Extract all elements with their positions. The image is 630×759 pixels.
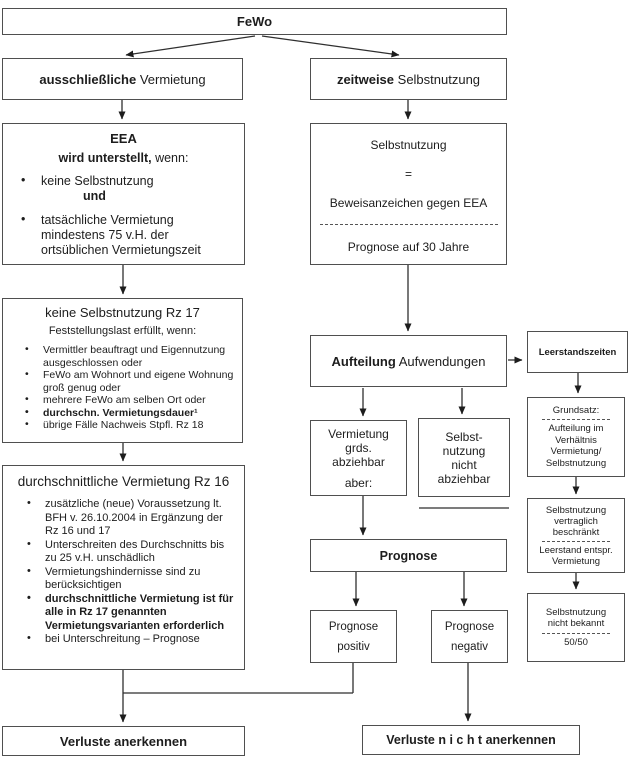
node-verluste-nicht-anerkennen: Verluste n i c h t anerkennen: [362, 725, 580, 755]
node-rz17-bullets: Vermittler beauftragt und Eigennutzung a…: [9, 343, 236, 432]
node-sn-eea-line2: =: [404, 166, 412, 181]
node-zeitweise-selbstnutzung: zeitweise Selbstnutzung: [310, 58, 507, 100]
node-rz17-subtitle: Feststellungslast erfüllt, wenn:: [48, 325, 197, 337]
node-leerstand-label: Leerstandszeiten: [538, 346, 617, 358]
bullet-item: zusätzliche (neue) Voraussetzung lt. BFH…: [9, 497, 238, 539]
node-sn-nicht-line4: abziehbar: [437, 471, 491, 486]
node-verm-abz-line2: grds.: [345, 440, 372, 455]
node-verm-abz-line3: abziehbar: [332, 454, 385, 469]
node-rz17-title: keine Selbstnutzung Rz 17: [45, 305, 200, 320]
node-selbstnutzung-vertraglich: Selbstnutzung vertraglich beschränkt Lee…: [527, 498, 625, 573]
node-fewo-label: FeWo: [236, 14, 273, 29]
node-vertraglich-line4: Leerstand entspr.: [539, 544, 613, 556]
node-grundsatz-line3: Vermietung/: [550, 446, 602, 458]
node-positiv-line1: Prognose: [328, 620, 379, 633]
node-verluste-ja-label: Verluste anerkennen: [59, 733, 188, 749]
bullet-item: bei Unterschreitung – Prognose: [9, 632, 238, 647]
node-prognose-label: Prognose: [379, 548, 438, 563]
node-verluste-anerkennen: Verluste anerkennen: [2, 726, 245, 756]
node-ausschliessliche-vermietung: ausschließliche Vermietung: [2, 58, 243, 100]
node-selbstnutzung-nicht-bekannt: Selbstnutzung nicht bekannt 50/50: [527, 593, 625, 662]
bullet-item: übrige Fälle Nachweis Stpfl. Rz 18: [9, 418, 236, 432]
node-grundsatz-title: Grundsatz:: [552, 404, 600, 416]
node-grundsatz: Grundsatz: Aufteilung im Verhältnis Verm…: [527, 397, 625, 477]
node-aufteilung-label: Aufteilung Aufwendungen: [331, 353, 486, 369]
node-grundsatz-line2: Verhältnis: [555, 434, 597, 446]
node-aufteilung-aufwendungen: Aufteilung Aufwendungen: [310, 335, 507, 387]
dashed-separator: [319, 224, 498, 226]
node-sn-eea-line4: Prognose auf 30 Jahre: [347, 240, 470, 254]
node-rz16-title: durchschnittliche Vermietung Rz 16: [17, 474, 230, 489]
node-eea-title: EEA: [110, 131, 137, 146]
node-durchschnittliche-vermietung-rz16: durchschnittliche Vermietung Rz 16 zusät…: [2, 465, 245, 670]
node-sn-nicht-line2: nutzung: [442, 443, 486, 458]
dashed-separator: [542, 419, 610, 421]
node-sn-nicht-line1: Selbst-: [445, 429, 483, 444]
node-vertraglich-line2: vertraglich: [554, 515, 598, 527]
node-prognose-positiv: Prognose positiv: [310, 610, 397, 663]
node-selbstnutzung-beweisanzeichen: Selbstnutzung = Beweisanzeichen gegen EE…: [310, 123, 507, 265]
node-eea: EEA wird unterstellt, wenn: keine Selbst…: [2, 123, 245, 265]
node-keine-selbstnutzung-rz17: keine Selbstnutzung Rz 17 Feststellungsl…: [2, 298, 243, 443]
node-nbekannt-line2: nicht bekannt: [547, 618, 605, 630]
node-negativ-line2: negativ: [450, 640, 489, 653]
bullet-item: FeWo am Wohnort und eigene Wohnung groß …: [9, 368, 236, 394]
node-vertraglich-line1: Selbstnutzung: [545, 504, 607, 516]
bullet-item: durchschnittliche Vermietung ist für all…: [9, 592, 238, 634]
dashed-separator: [542, 632, 610, 634]
node-nbekannt-line1: Selbstnutzung: [545, 606, 607, 618]
node-sn-nicht-line3: nicht: [451, 457, 477, 472]
node-fewo: FeWo: [2, 8, 507, 35]
bullet-item: tatsächliche Vermietung mindestens 75 v.…: [11, 212, 236, 258]
node-nbekannt-value: 50/50: [564, 636, 588, 648]
dashed-separator: [542, 540, 610, 542]
node-vertraglich-line3: beschränkt: [552, 526, 600, 538]
node-rz16-bullets: zusätzliche (neue) Voraussetzung lt. BFH…: [9, 497, 238, 647]
node-eea-bullets: keine Selbstnutzung und tatsächliche Ver…: [11, 173, 236, 258]
bullet-item: keine Selbstnutzung und: [11, 173, 236, 204]
node-eea-condition: wird unterstellt, wenn:: [58, 151, 189, 165]
node-sn-eea-line1: Selbstnutzung: [370, 138, 447, 152]
node-verm-abz-line4: aber:: [344, 475, 373, 490]
bullet-item: Vermittler beauftragt und Eigennutzung a…: [9, 343, 236, 369]
bullet-item: durchschn. Vermietungsdauer¹: [9, 406, 236, 420]
node-positiv-line2: positiv: [337, 640, 370, 653]
node-grundsatz-line1: Aufteilung im: [548, 423, 604, 435]
node-leerstandszeiten: Leerstandszeiten: [527, 331, 628, 373]
bullet-item: Unterschreiten des Durchschnitts bis zu …: [9, 538, 238, 566]
bullet-item: Vermietungshindernisse sind zu berücksic…: [9, 565, 238, 593]
node-verm-abz-line1: Vermietung: [328, 426, 389, 441]
node-verluste-nein-label: Verluste n i c h t anerkennen: [386, 733, 556, 747]
node-prognose: Prognose: [310, 539, 507, 572]
node-selbstnutzung-nicht-abziehbar: Selbst- nutzung nicht abziehbar: [418, 418, 510, 497]
node-sn-eea-line3: Beweisanzeichen gegen EEA: [329, 195, 488, 210]
node-grundsatz-line4: Selbstnutzung: [545, 457, 607, 469]
node-branch-right-label: zeitweise Selbstnutzung: [336, 71, 481, 87]
node-vertraglich-line5: Vermietung: [551, 555, 601, 567]
node-vermietung-abziehbar: Vermietung grds. abziehbar aber:: [310, 420, 407, 496]
node-prognose-negativ: Prognose negativ: [431, 610, 508, 663]
node-branch-left-label: ausschließliche Vermietung: [39, 71, 206, 87]
bullet-item: mehrere FeWo am selben Ort oder: [9, 393, 236, 407]
node-negativ-line1: Prognose: [444, 620, 495, 633]
